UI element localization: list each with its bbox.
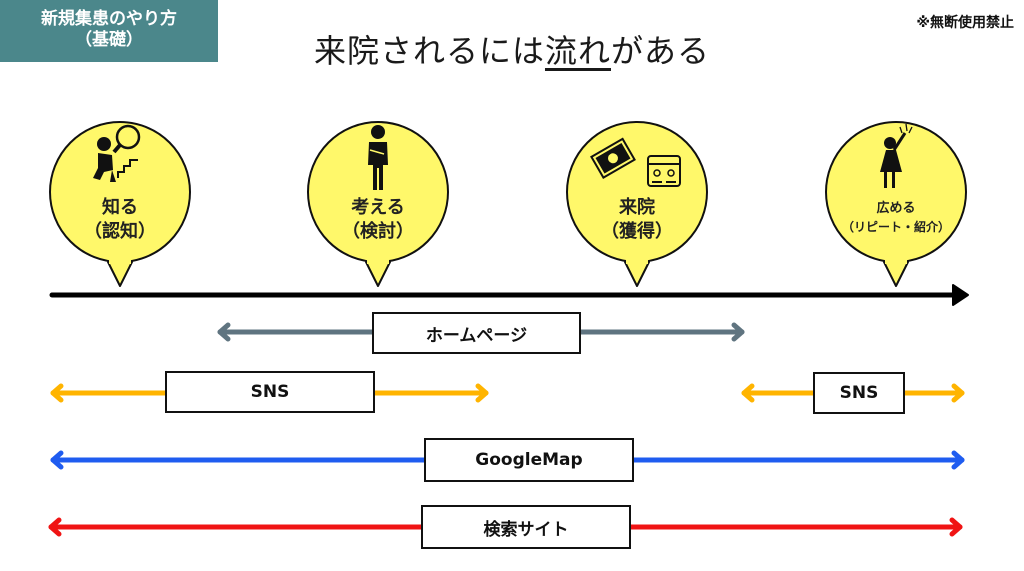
timeline-arrowhead bbox=[952, 284, 969, 306]
stage-subtitle: （検討） bbox=[342, 221, 414, 242]
stage-bubble-spread bbox=[825, 121, 967, 287]
stage-bubble-awareness bbox=[49, 121, 191, 287]
category-badge: 新規集患のやり方 （基礎） bbox=[0, 0, 218, 62]
stage-title: 考える bbox=[351, 197, 405, 218]
title-emphasis: 流れ bbox=[544, 32, 611, 70]
person-thinking-icon bbox=[368, 125, 388, 190]
stage-bubble-consideration bbox=[307, 121, 449, 287]
stage-consideration: 考える （検討） bbox=[318, 196, 438, 244]
stage-title: 知る bbox=[102, 197, 138, 218]
badge-subtitle: （基礎） bbox=[75, 30, 143, 50]
title-post: がある bbox=[611, 32, 711, 70]
channel-sns-right: SNS bbox=[813, 372, 905, 414]
copyright-notice: ※無断使用禁止 bbox=[916, 15, 1014, 31]
stage-title: 来院 bbox=[619, 197, 655, 218]
channel-googlemap: GoogleMap bbox=[424, 438, 634, 482]
person-cheering-icon bbox=[880, 123, 913, 188]
badge-title: 新規集患のやり方 bbox=[41, 9, 177, 29]
stage-spread: 広める （リピート・紹介） bbox=[826, 200, 966, 236]
stage-subtitle: （リピート・紹介） bbox=[841, 220, 950, 234]
money-and-calendar-appointment-icon bbox=[590, 137, 681, 187]
stage-title: 広める bbox=[876, 201, 916, 216]
stage-awareness: 知る （認知） bbox=[60, 196, 180, 244]
stage-subtitle: （認知） bbox=[84, 221, 156, 242]
page-title: 来院されるには流れがある bbox=[0, 26, 1024, 72]
stage-subtitle: （獲得） bbox=[601, 221, 673, 242]
stage-visit: 来院 （獲得） bbox=[577, 196, 697, 244]
title-pre: 来院されるには bbox=[313, 32, 545, 70]
channel-search-site: 検索サイト bbox=[421, 505, 631, 549]
channel-sns-left: SNS bbox=[165, 371, 375, 413]
channel-homepage: ホームページ bbox=[372, 312, 581, 354]
person-climbing-stairs-magnifier-icon bbox=[93, 124, 141, 182]
